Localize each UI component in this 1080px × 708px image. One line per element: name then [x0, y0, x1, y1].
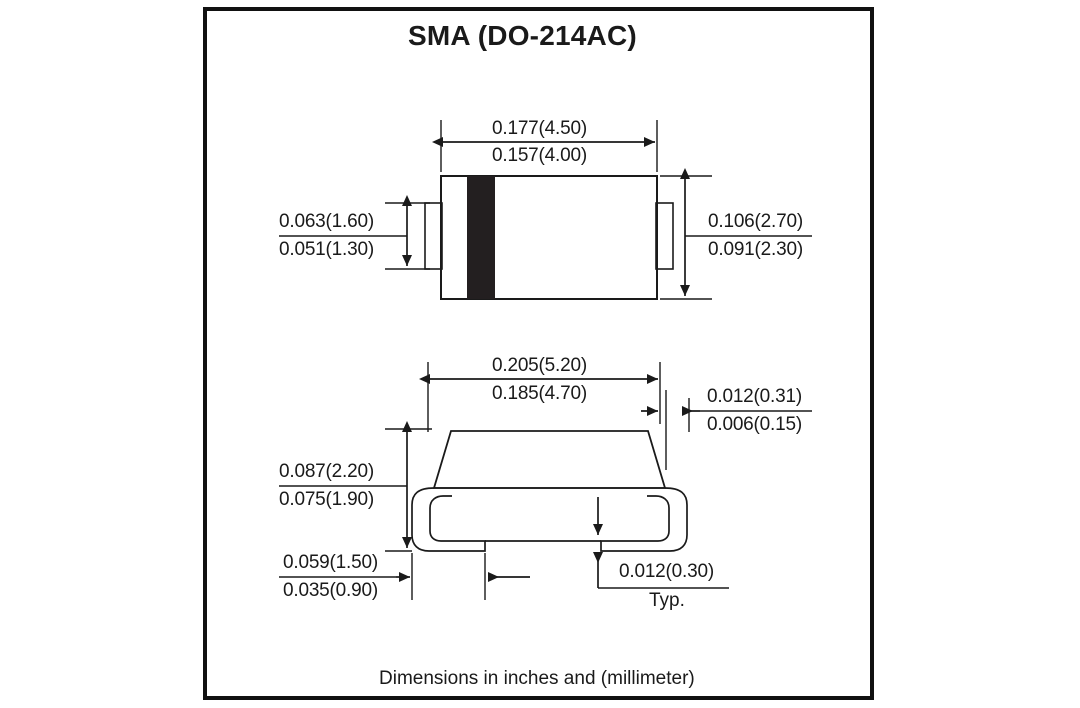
top-width-max-label: 0.177(4.50): [492, 118, 587, 139]
lead-thickness-max-label: 0.012(0.31): [707, 386, 802, 407]
top-body-height-min-label: 0.091(2.30): [708, 239, 803, 260]
drawing-frame-border: [203, 7, 874, 700]
top-body-height-max-label: 0.106(2.70): [708, 211, 803, 232]
typ-label: Typ.: [649, 590, 685, 611]
foot-length-max-label: 0.059(1.50): [283, 552, 378, 573]
top-width-min-label: 0.157(4.00): [492, 145, 587, 166]
side-height-max-label: 0.087(2.20): [279, 461, 374, 482]
top-tab-height-min-label: 0.051(1.30): [279, 239, 374, 260]
drawing-title: SMA (DO-214AC): [408, 20, 637, 51]
top-tab-height-max-label: 0.063(1.60): [279, 211, 374, 232]
standoff-label: 0.012(0.30): [619, 561, 714, 582]
side-height-min-label: 0.075(1.90): [279, 489, 374, 510]
units-caption: Dimensions in inches and (millimeter): [379, 668, 695, 689]
side-length-min-label: 0.185(4.70): [492, 383, 587, 404]
lead-thickness-min-label: 0.006(0.15): [707, 414, 802, 435]
foot-length-min-label: 0.035(0.90): [283, 580, 378, 601]
side-length-max-label: 0.205(5.20): [492, 355, 587, 376]
